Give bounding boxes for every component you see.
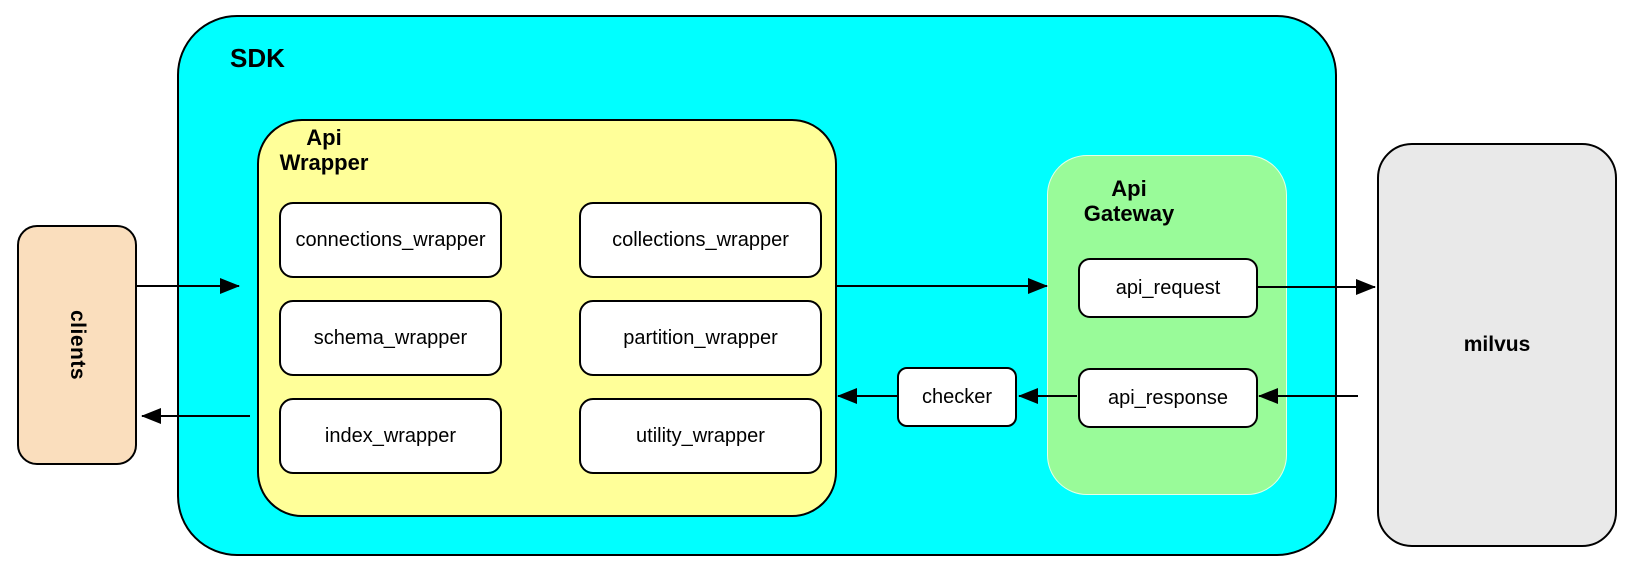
api-wrapper-container: Api Wrapper connections_wrapper collecti… [257, 119, 837, 517]
api-gateway-label: Api Gateway [1083, 176, 1175, 226]
api-wrapper-label: Api Wrapper [279, 125, 369, 175]
collections-wrapper-node: collections_wrapper [579, 202, 822, 278]
schema-wrapper-node: schema_wrapper [279, 300, 502, 376]
connections-wrapper-node: connections_wrapper [279, 202, 502, 278]
milvus-node: milvus [1377, 143, 1617, 547]
clients-label: clients [66, 309, 89, 381]
index-wrapper-node: index_wrapper [279, 398, 502, 474]
utility-wrapper-node: utility_wrapper [579, 398, 822, 474]
checker-node: checker [897, 367, 1017, 427]
sdk-label: SDK [230, 43, 285, 73]
api-response-node: api_response [1078, 368, 1258, 428]
api-request-node: api_request [1078, 258, 1258, 318]
clients-node: clients [17, 225, 137, 465]
api-gateway-container: Api Gateway api_request api_response [1047, 155, 1287, 495]
partition-wrapper-node: partition_wrapper [579, 300, 822, 376]
